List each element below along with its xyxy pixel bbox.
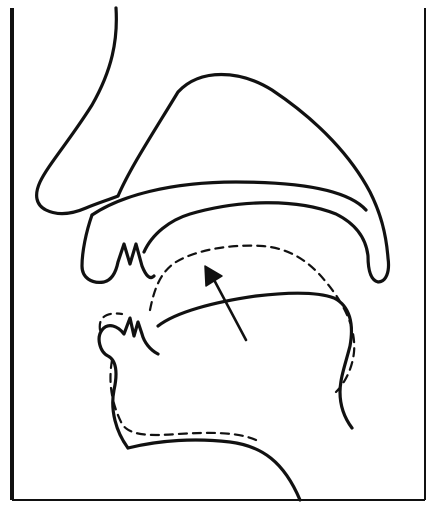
pharynx-wall-outline [128,440,300,500]
upper-lip-and-teeth-outline [82,215,154,282]
nose-and-upper-face-outline [37,8,118,214]
border [12,8,425,500]
hard-palate-and-velum-outline [118,75,389,283]
tongue-solid-outline [158,293,352,428]
tongue-dashed-outline [150,246,354,392]
lower-lip-and-teeth-outline [99,318,158,448]
